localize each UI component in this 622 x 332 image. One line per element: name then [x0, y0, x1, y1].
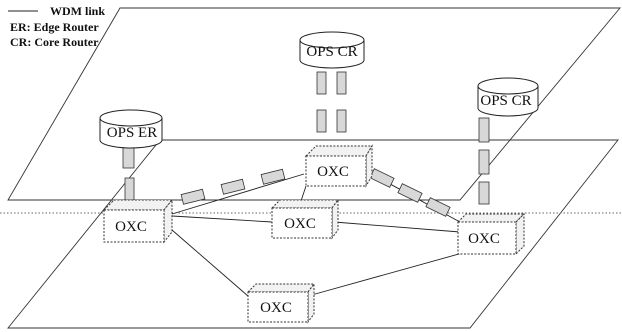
lightpath-segment: [397, 183, 423, 203]
ops-cr-top-label: OPS CR: [306, 44, 357, 60]
er-connector: [122, 145, 135, 169]
oxc-middle-label: OXC: [284, 216, 316, 232]
ops-er-cap: [99, 109, 163, 127]
legend-er-label: ER: Edge Router: [10, 20, 99, 34]
ops-cr-right-cap: [477, 77, 539, 95]
oxc-top-top-face: [304, 145, 373, 157]
oxc-middle-front: [271, 207, 333, 239]
legend-cr-label: CR: Core Router: [10, 35, 99, 49]
link-left-middle: [171, 215, 273, 223]
ops-cr-right-label: OPS CR: [480, 93, 531, 109]
legend-wdm-label: WDM link: [50, 4, 105, 18]
cr-top-connector-right: [336, 71, 347, 95]
link-left-top: [171, 173, 305, 215]
cr-top-connector-left: [316, 71, 327, 95]
oxc-right-top-face: [456, 213, 526, 223]
ops-er: OPS ER: [99, 109, 163, 149]
lightpath-segment: [180, 188, 206, 205]
oxc-left: OXC: [102, 198, 174, 244]
oxc-right: OXC: [456, 212, 526, 256]
cr-top-connector-left: [316, 109, 327, 133]
lightpath-segment: [369, 168, 395, 188]
ops-er-body: [99, 118, 163, 149]
lightpath-segment: [220, 178, 246, 195]
cr-right-connector: [478, 117, 490, 143]
cr-right-connector: [478, 149, 490, 175]
link-middle-right: [333, 221, 461, 233]
er-connector: [124, 177, 135, 201]
oxc-bottom-front: [247, 291, 309, 323]
oxc-right-label: OXC: [468, 231, 500, 247]
lightpath-segments: [180, 168, 451, 217]
oxc-left-top-face: [102, 199, 174, 211]
ops-cr-top: OPS CR: [299, 31, 365, 69]
oxc-middle: OXC: [270, 198, 339, 240]
lower-plane: [7, 139, 619, 329]
cr-top-connector-right: [336, 109, 347, 133]
oxc-right-front: [457, 221, 517, 255]
oxc-left-label: OXC: [115, 219, 147, 235]
cr-right-connector: [478, 181, 490, 205]
oxc-top: OXC: [304, 144, 373, 188]
lightpath-segment: [425, 197, 451, 217]
legend: WDM link ER: Edge Router CR: Core Router: [8, 4, 105, 49]
ops-cr-top-cap: [299, 31, 365, 49]
ops-er-label: OPS ER: [107, 125, 157, 141]
lightpath-segment: [260, 168, 286, 185]
oxc-top-front: [305, 155, 367, 187]
upper-plane: [7, 7, 621, 201]
oxc-bottom-top-face: [246, 283, 315, 293]
oxc-left-front: [103, 209, 165, 243]
oxc-top-label: OXC: [317, 164, 349, 180]
ops-cr-right: OPS CR: [477, 77, 539, 117]
vertical-connectors: [122, 71, 490, 205]
oxc-bottom-label: OXC: [260, 300, 292, 316]
link-left-bottom: [171, 229, 249, 297]
oxc-right-side-face: [515, 212, 525, 256]
oxc-middle-top-face: [270, 199, 339, 209]
ops-cr-right-body: [477, 86, 539, 117]
link-bottom-right: [307, 251, 467, 297]
oxc-bottom: OXC: [246, 282, 315, 324]
